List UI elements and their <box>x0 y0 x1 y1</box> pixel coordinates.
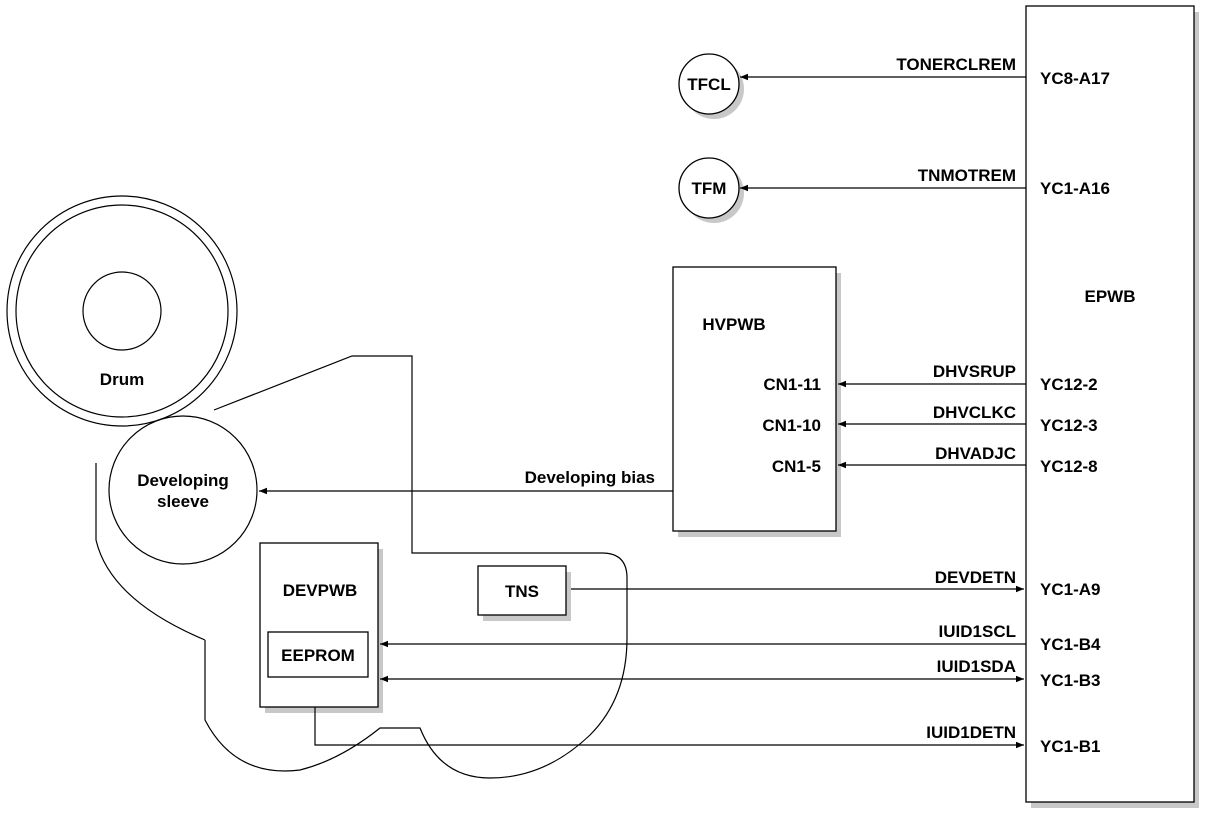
dhvsrup-signal: DHVSRUP <box>933 362 1016 381</box>
toner-clrem-signal: TONERCLREM <box>896 55 1016 74</box>
devpwb-board: DEVPWB EEPROM <box>259 542 383 713</box>
drum-label: Drum <box>100 370 144 389</box>
developer-housing <box>95 355 628 779</box>
tnmotrem-pin: YC1-A16 <box>1040 179 1110 198</box>
developing-sleeve: Developing sleeve <box>108 415 258 565</box>
tns-sensor: TNS <box>477 565 571 621</box>
developing-sleeve-label-line1: Developing <box>137 471 229 490</box>
hv-pin-cn1-5: CN1-5 <box>772 457 821 476</box>
devdetn-signal: DEVDETN <box>935 568 1016 587</box>
eeprom-label: EEPROM <box>281 646 355 665</box>
iuid1scl-pin: YC1-B4 <box>1040 635 1101 654</box>
dhvadjc-signal: DHVADJC <box>935 444 1016 463</box>
developing-sleeve-label-line2: sleeve <box>157 492 209 511</box>
iuid1sda-signal: IUID1SDA <box>937 657 1016 676</box>
drum: Drum <box>6 195 238 427</box>
dhvclkc-pin: YC12-3 <box>1040 416 1098 435</box>
iuid1detn-signal: IUID1DETN <box>926 723 1016 742</box>
tnmotrem-signal: TNMOTREM <box>918 166 1016 185</box>
tfcl-label: TFCL <box>687 75 730 94</box>
hv-pin-cn1-11: CN1-11 <box>763 375 821 394</box>
dhvsrup-pin: YC12-2 <box>1040 375 1098 394</box>
hvpwb-label: HVPWB <box>702 315 765 334</box>
eeprom-chip <box>267 631 369 678</box>
developing-bias-signal: Developing bias <box>525 468 655 487</box>
epwb-label: EPWB <box>1085 287 1136 306</box>
devpwb-label: DEVPWB <box>283 581 358 600</box>
devdetn-pin: YC1-A9 <box>1040 580 1100 599</box>
hvpwb-board: HVPWB CN1-11 CN1-10 CN1-5 <box>672 266 841 537</box>
iuid1sda-pin: YC1-B3 <box>1040 671 1100 690</box>
tfm-label: TFM <box>692 179 727 198</box>
tfm-motor: TFM <box>678 157 744 223</box>
hv-pin-cn1-10: CN1-10 <box>762 416 821 435</box>
dhvclkc-signal: DHVCLKC <box>933 403 1016 422</box>
dhvadjc-pin: YC12-8 <box>1040 457 1098 476</box>
epwb-board: EPWB <box>1025 5 1199 808</box>
iuid1scl-signal: IUID1SCL <box>939 622 1016 641</box>
toner-clrem-pin: YC8-A17 <box>1040 69 1110 88</box>
tfcl-motor: TFCL <box>678 53 744 119</box>
tns-label: TNS <box>505 582 539 601</box>
iuid1detn-wire <box>314 707 1024 749</box>
iuid1detn-pin: YC1-B1 <box>1040 737 1100 756</box>
